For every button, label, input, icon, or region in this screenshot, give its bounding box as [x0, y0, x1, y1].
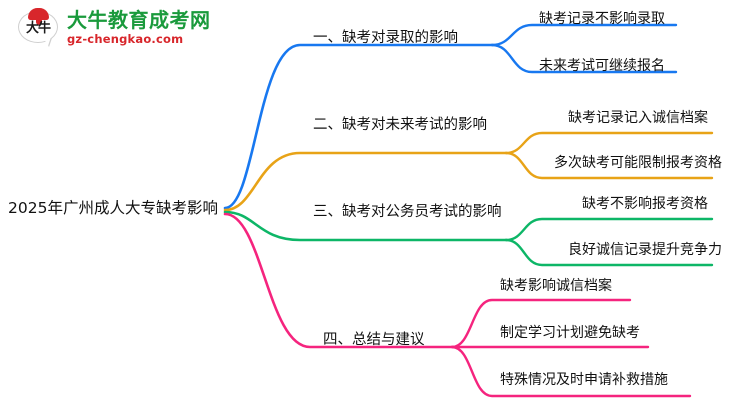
leaf-label-4-3[interactable]: 特殊情况及时申请补救措施	[500, 372, 668, 388]
bubble-tail-shape	[43, 37, 51, 46]
branch-label-3[interactable]: 三、缺考对公务员考试的影响	[313, 204, 502, 220]
logo-text-block: 大牛教育成考网 gz-chengkao.com	[67, 10, 211, 46]
branch-4-connectors	[223, 212, 692, 398]
logo-speech-bubble-icon: 大牛	[18, 8, 60, 48]
leaf-label-2-2[interactable]: 多次缺考可能限制报考资格	[554, 155, 722, 171]
branch-label-1[interactable]: 一、缺考对录取的影响	[313, 30, 458, 46]
logo-mark-text: 大牛	[25, 20, 51, 36]
branch-label-2[interactable]: 二、缺考对未来考试的影响	[313, 117, 487, 133]
branch-2-connectors	[223, 131, 714, 212]
leaf-label-1-1[interactable]: 缺考记录不影响录取	[539, 11, 665, 27]
leaf-label-4-1[interactable]: 缺考影响诚信档案	[500, 278, 612, 294]
logo-hat-shape	[28, 8, 49, 20]
site-logo[interactable]: 大牛 大牛教育成考网 gz-chengkao.com	[18, 8, 211, 48]
branch-1-connectors	[223, 23, 678, 210]
leaf-label-1-2[interactable]: 未来考试可继续报名	[539, 58, 665, 74]
logo-hat-knob-shape	[36, 16, 42, 25]
leaf-label-3-2[interactable]: 良好诚信记录提升竞争力	[568, 242, 722, 258]
branch-label-4[interactable]: 四、总结与建议	[323, 332, 425, 348]
mindmap-root-label[interactable]: 2025年广州成人大专缺考影响	[8, 199, 218, 217]
leaf-label-3-1[interactable]: 缺考不影响报考资格	[582, 196, 708, 212]
logo-title: 大牛教育成考网	[67, 8, 211, 33]
leaf-label-4-2[interactable]: 制定学习计划避免缺考	[500, 325, 640, 341]
logo-subtitle: gz-chengkao.com	[67, 32, 184, 47]
branch-3-connectors	[223, 210, 714, 267]
leaf-label-2-1[interactable]: 缺考记录记入诚信档案	[568, 110, 708, 126]
